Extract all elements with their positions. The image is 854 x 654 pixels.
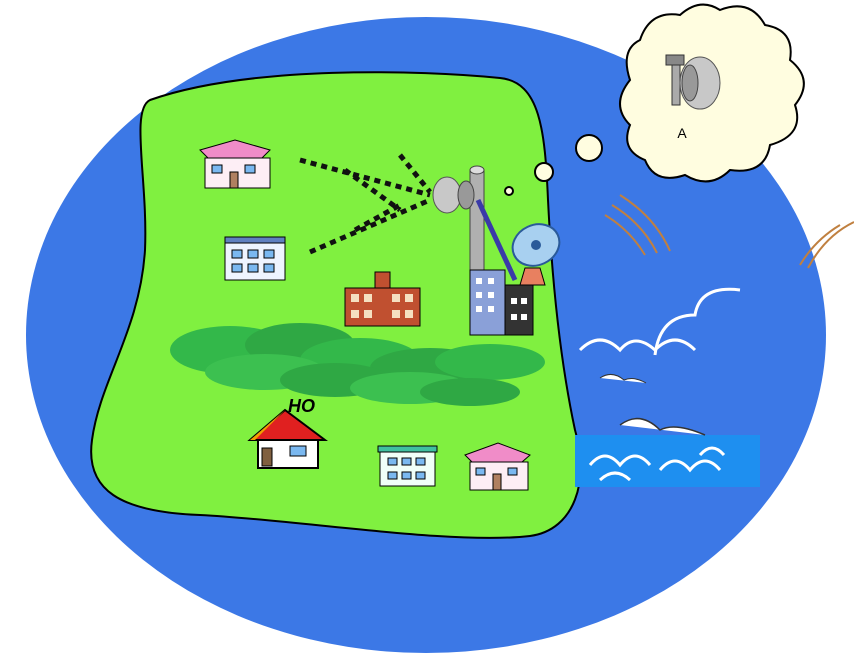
sea-patch [575, 435, 760, 487]
cloud-label: A [677, 125, 687, 141]
apartment-blue-icon [225, 237, 285, 280]
rooftop-text: HO [288, 396, 315, 416]
house-pink-icon [200, 140, 270, 188]
thought-cloud: A [620, 5, 804, 182]
apartment-green-icon [378, 446, 437, 486]
antenna-dish-icon [666, 55, 720, 109]
